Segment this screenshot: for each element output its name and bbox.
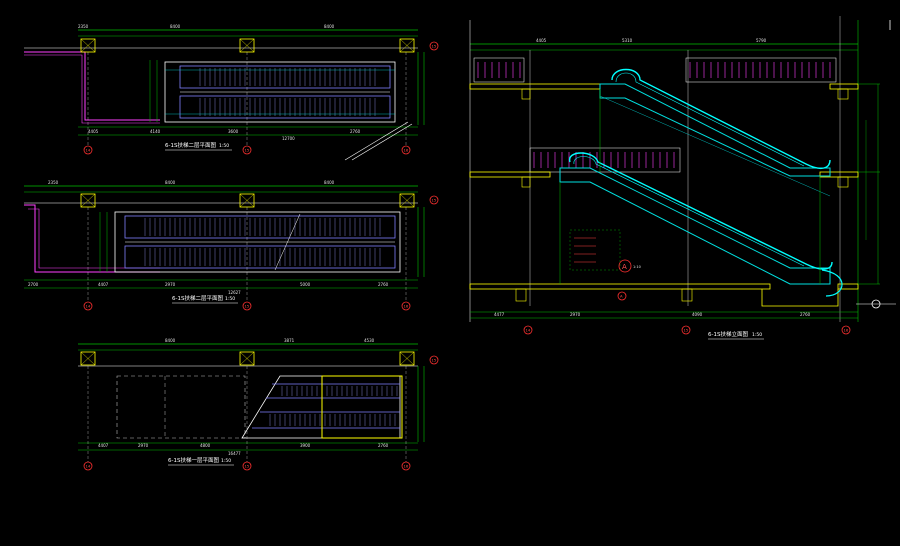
title-plan-first: 6-1S扶梯一层平面图 [168, 456, 219, 464]
axis-bubble-14: 14 [86, 464, 91, 469]
dim-plan-first-top-1: 8400 [165, 338, 176, 343]
dim-plan-second-bottom-2: 4140 [150, 129, 161, 134]
axis-bubble-14: 14 [86, 148, 91, 153]
dim-section-bottom-4: 2760 [800, 312, 811, 317]
dim-plan-first-bottom-5: 2760 [378, 443, 389, 448]
escalator-steps [269, 386, 398, 426]
axis-bubble-15: 15 [245, 464, 250, 469]
pit-outline [116, 375, 246, 439]
plan-first-mid: 2350 8400 8400 2700 4407 2970 5000 2760 … [24, 180, 439, 311]
escalator-steps [199, 68, 376, 116]
dim-section-bottom-2: 2970 [570, 312, 581, 317]
dim-section-top-2: 5310 [622, 38, 633, 43]
title-plan-second: 6-1S扶梯二层平面图 [165, 141, 216, 149]
detail-callout-label: A [622, 263, 627, 271]
dim-plan-second-top-3: 8400 [324, 24, 335, 29]
axis-bubble-14: 14 [526, 328, 531, 333]
escalator-truss-upper [599, 83, 831, 177]
dim-section-top-3: 5790 [756, 38, 767, 43]
dim-plan-mid-bottom-2: 4407 [98, 282, 109, 287]
dim-plan-second-top-1: 2350 [78, 24, 89, 29]
dim-plan-mid-bottom-4: 5000 [300, 282, 311, 287]
pit-highlight [321, 375, 403, 439]
axis-bubble-16: 16 [404, 304, 409, 309]
dim-plan-mid-bottom-3: 2970 [165, 282, 176, 287]
dim-plan-second-total: 12700 [282, 136, 295, 141]
axis-bubble-row: 15 [432, 198, 437, 203]
scale-section: 1:50 [752, 332, 762, 338]
axis-bubble-16: 16 [404, 148, 409, 153]
axis-bubble-16: 16 [844, 328, 849, 333]
dim-plan-mid-bottom-1: 2700 [28, 282, 39, 287]
plan-first-floor: 8400 3871 4530 4407 2970 4800 3900 2760 [78, 338, 439, 471]
axis-bubble-row: A [620, 294, 623, 299]
escalator-outline [164, 61, 396, 123]
detail-callout-note: 1:10 [633, 265, 641, 269]
axis-bubble-row: 15 [432, 44, 437, 49]
dim-plan-first-bottom-4: 3900 [300, 443, 311, 448]
escalator-steps [144, 218, 381, 266]
section-elevation: 4405 5310 5790 [469, 16, 896, 340]
handrail-lower [569, 152, 833, 270]
title-section: 6-1S扶梯立面图 [708, 330, 748, 338]
dim-plan-second-top-2: 8400 [170, 24, 181, 29]
axis-bubble-15: 15 [245, 304, 250, 309]
dim-plan-first-top-2: 3871 [284, 338, 295, 343]
dim-plan-second-bottom-1: 4405 [88, 129, 99, 134]
dim-plan-second-bottom-4: 2760 [350, 129, 361, 134]
dim-plan-first-bottom-2: 2970 [138, 443, 149, 448]
axis-bubble-15: 15 [684, 328, 689, 333]
handrail-upper [611, 68, 831, 170]
floor-slab-mid [469, 171, 551, 178]
axis-bubble-16: 16 [404, 464, 409, 469]
railing [533, 152, 675, 168]
dim-section-bottom-1: 4477 [494, 312, 505, 317]
detail-frame [569, 229, 621, 271]
escalator-pit [761, 289, 839, 307]
title-plan-mid: 6-1S扶梯二层平面图 [172, 294, 223, 302]
dim-plan-mid-top-3: 8400 [324, 180, 335, 185]
escalator-truss-lower [559, 167, 831, 285]
dim-section-bottom-3: 4090 [692, 312, 703, 317]
axis-bubble-15: 15 [245, 148, 250, 153]
scale-plan-first: 1:50 [221, 458, 231, 464]
detail-callout-bubble [618, 259, 632, 273]
dim-plan-mid-top-1: 2350 [48, 180, 59, 185]
scale-plan-mid: 1:50 [225, 296, 235, 302]
dim-plan-first-bottom-3: 4800 [200, 443, 211, 448]
plan-second-floor: 2350 8400 8400 4405 4140 [24, 24, 439, 161]
column-box [399, 38, 415, 53]
scale-plan-second: 1:50 [219, 143, 229, 149]
dim-plan-first-total: 16477 [228, 451, 241, 456]
dim-plan-first-top-3: 4530 [364, 338, 375, 343]
dim-section-top-1: 4405 [536, 38, 547, 43]
floor-slab-ground [469, 283, 771, 290]
axis-bubble-row: 15 [432, 358, 437, 363]
escalator-outline [114, 211, 401, 273]
dim-plan-mid-bottom-5: 2760 [378, 282, 389, 287]
dim-plan-mid-top-2: 8400 [165, 180, 176, 185]
dim-plan-mid-total: 12627 [228, 290, 241, 295]
dim-plan-first-bottom-1: 4407 [98, 443, 109, 448]
dim-plan-second-bottom-3: 3600 [228, 129, 239, 134]
axis-bubble-14: 14 [86, 304, 91, 309]
railing [477, 62, 831, 78]
